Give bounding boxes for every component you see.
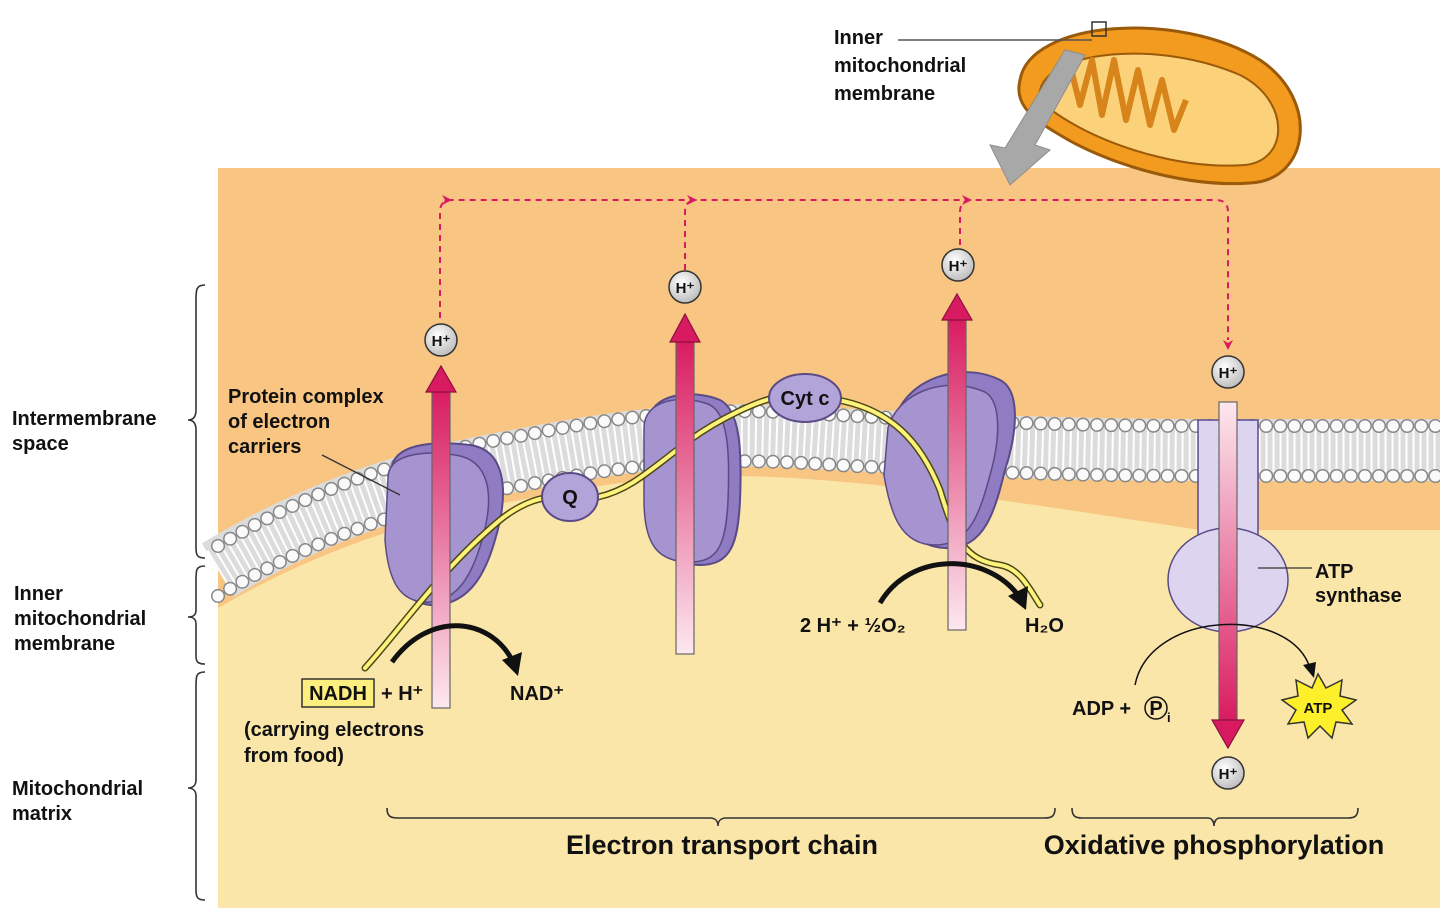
svg-text:H⁺: H⁺	[1219, 766, 1238, 783]
h-plus-ion: H⁺	[1211, 756, 1245, 790]
proton-arrow-3	[940, 292, 974, 631]
protein-complex-pointer	[321, 454, 401, 496]
zoom-arrow-icon	[989, 49, 1086, 186]
inner-membrane-label: Inner mitochondrial membrane	[14, 583, 152, 655]
nadh-box	[301, 678, 375, 708]
atp-arrowhead	[1303, 662, 1316, 678]
svg-text:H⁺: H⁺	[676, 280, 695, 297]
region-brackets	[187, 284, 1359, 901]
cyt-c-label: Cyt c	[781, 388, 830, 410]
oxygen-arrowhead	[1008, 586, 1028, 610]
pi-label: P	[1149, 698, 1162, 720]
h-plus-ion: H⁺	[941, 248, 975, 282]
adp-label: ADP +	[1072, 698, 1131, 720]
q-label: Q	[562, 487, 578, 509]
h-plus-ion: H⁺	[668, 270, 702, 304]
etc-label: Electron transport chain	[566, 830, 878, 860]
svg-text:H⁺: H⁺	[432, 333, 451, 350]
atp-label: ATP	[1304, 700, 1333, 717]
proton-arrow-2	[668, 312, 702, 655]
svg-text:H⁺: H⁺	[949, 258, 968, 275]
complex-iv	[883, 371, 1016, 550]
oxygen-reaction-arrow	[877, 561, 1020, 605]
proton-arrow-synthase	[1210, 401, 1246, 750]
nadh-note: (carrying electrons from food)	[244, 719, 430, 767]
inner-membrane-callout: Inner mitochondrial membrane	[834, 27, 972, 105]
flow-arrowheads	[442, 195, 1233, 350]
pi-subscript: i	[1167, 710, 1171, 725]
nadh-reaction-arrow	[389, 623, 515, 664]
atp-starburst-icon	[1280, 672, 1358, 740]
proton-flow-path	[439, 199, 1229, 340]
cyt-c-carrier	[768, 373, 842, 423]
oxygen-label: 2 H⁺ + ½O₂	[800, 615, 906, 637]
nadh-arrowhead	[502, 652, 522, 676]
h-plus-ion: H⁺	[1211, 355, 1245, 389]
matrix-label: Mitochondrial matrix	[12, 778, 149, 825]
h-plus-ion: H⁺	[424, 323, 458, 357]
nadh-label: NADH	[309, 683, 367, 705]
oxphos-label: Oxidative phosphorylation	[1044, 830, 1385, 860]
nadh-plus-label: + H⁺	[381, 683, 423, 705]
intermembrane-space-label: Intermembrane space	[12, 408, 162, 455]
atp-synthase-label: ATP synthase	[1315, 561, 1402, 607]
mitochondrion-icon	[1017, 21, 1302, 186]
atp-reaction-arrow	[1134, 623, 1311, 686]
water-label: H₂O	[1025, 615, 1064, 637]
nad-label: NAD⁺	[510, 683, 564, 705]
pi-circle	[1144, 696, 1168, 720]
protein-complex-label: Protein complex of electron carriers	[228, 386, 389, 458]
q-carrier	[541, 472, 599, 522]
svg-text:H⁺: H⁺	[1219, 365, 1238, 382]
mitochondrial-matrix-region	[218, 476, 1440, 908]
